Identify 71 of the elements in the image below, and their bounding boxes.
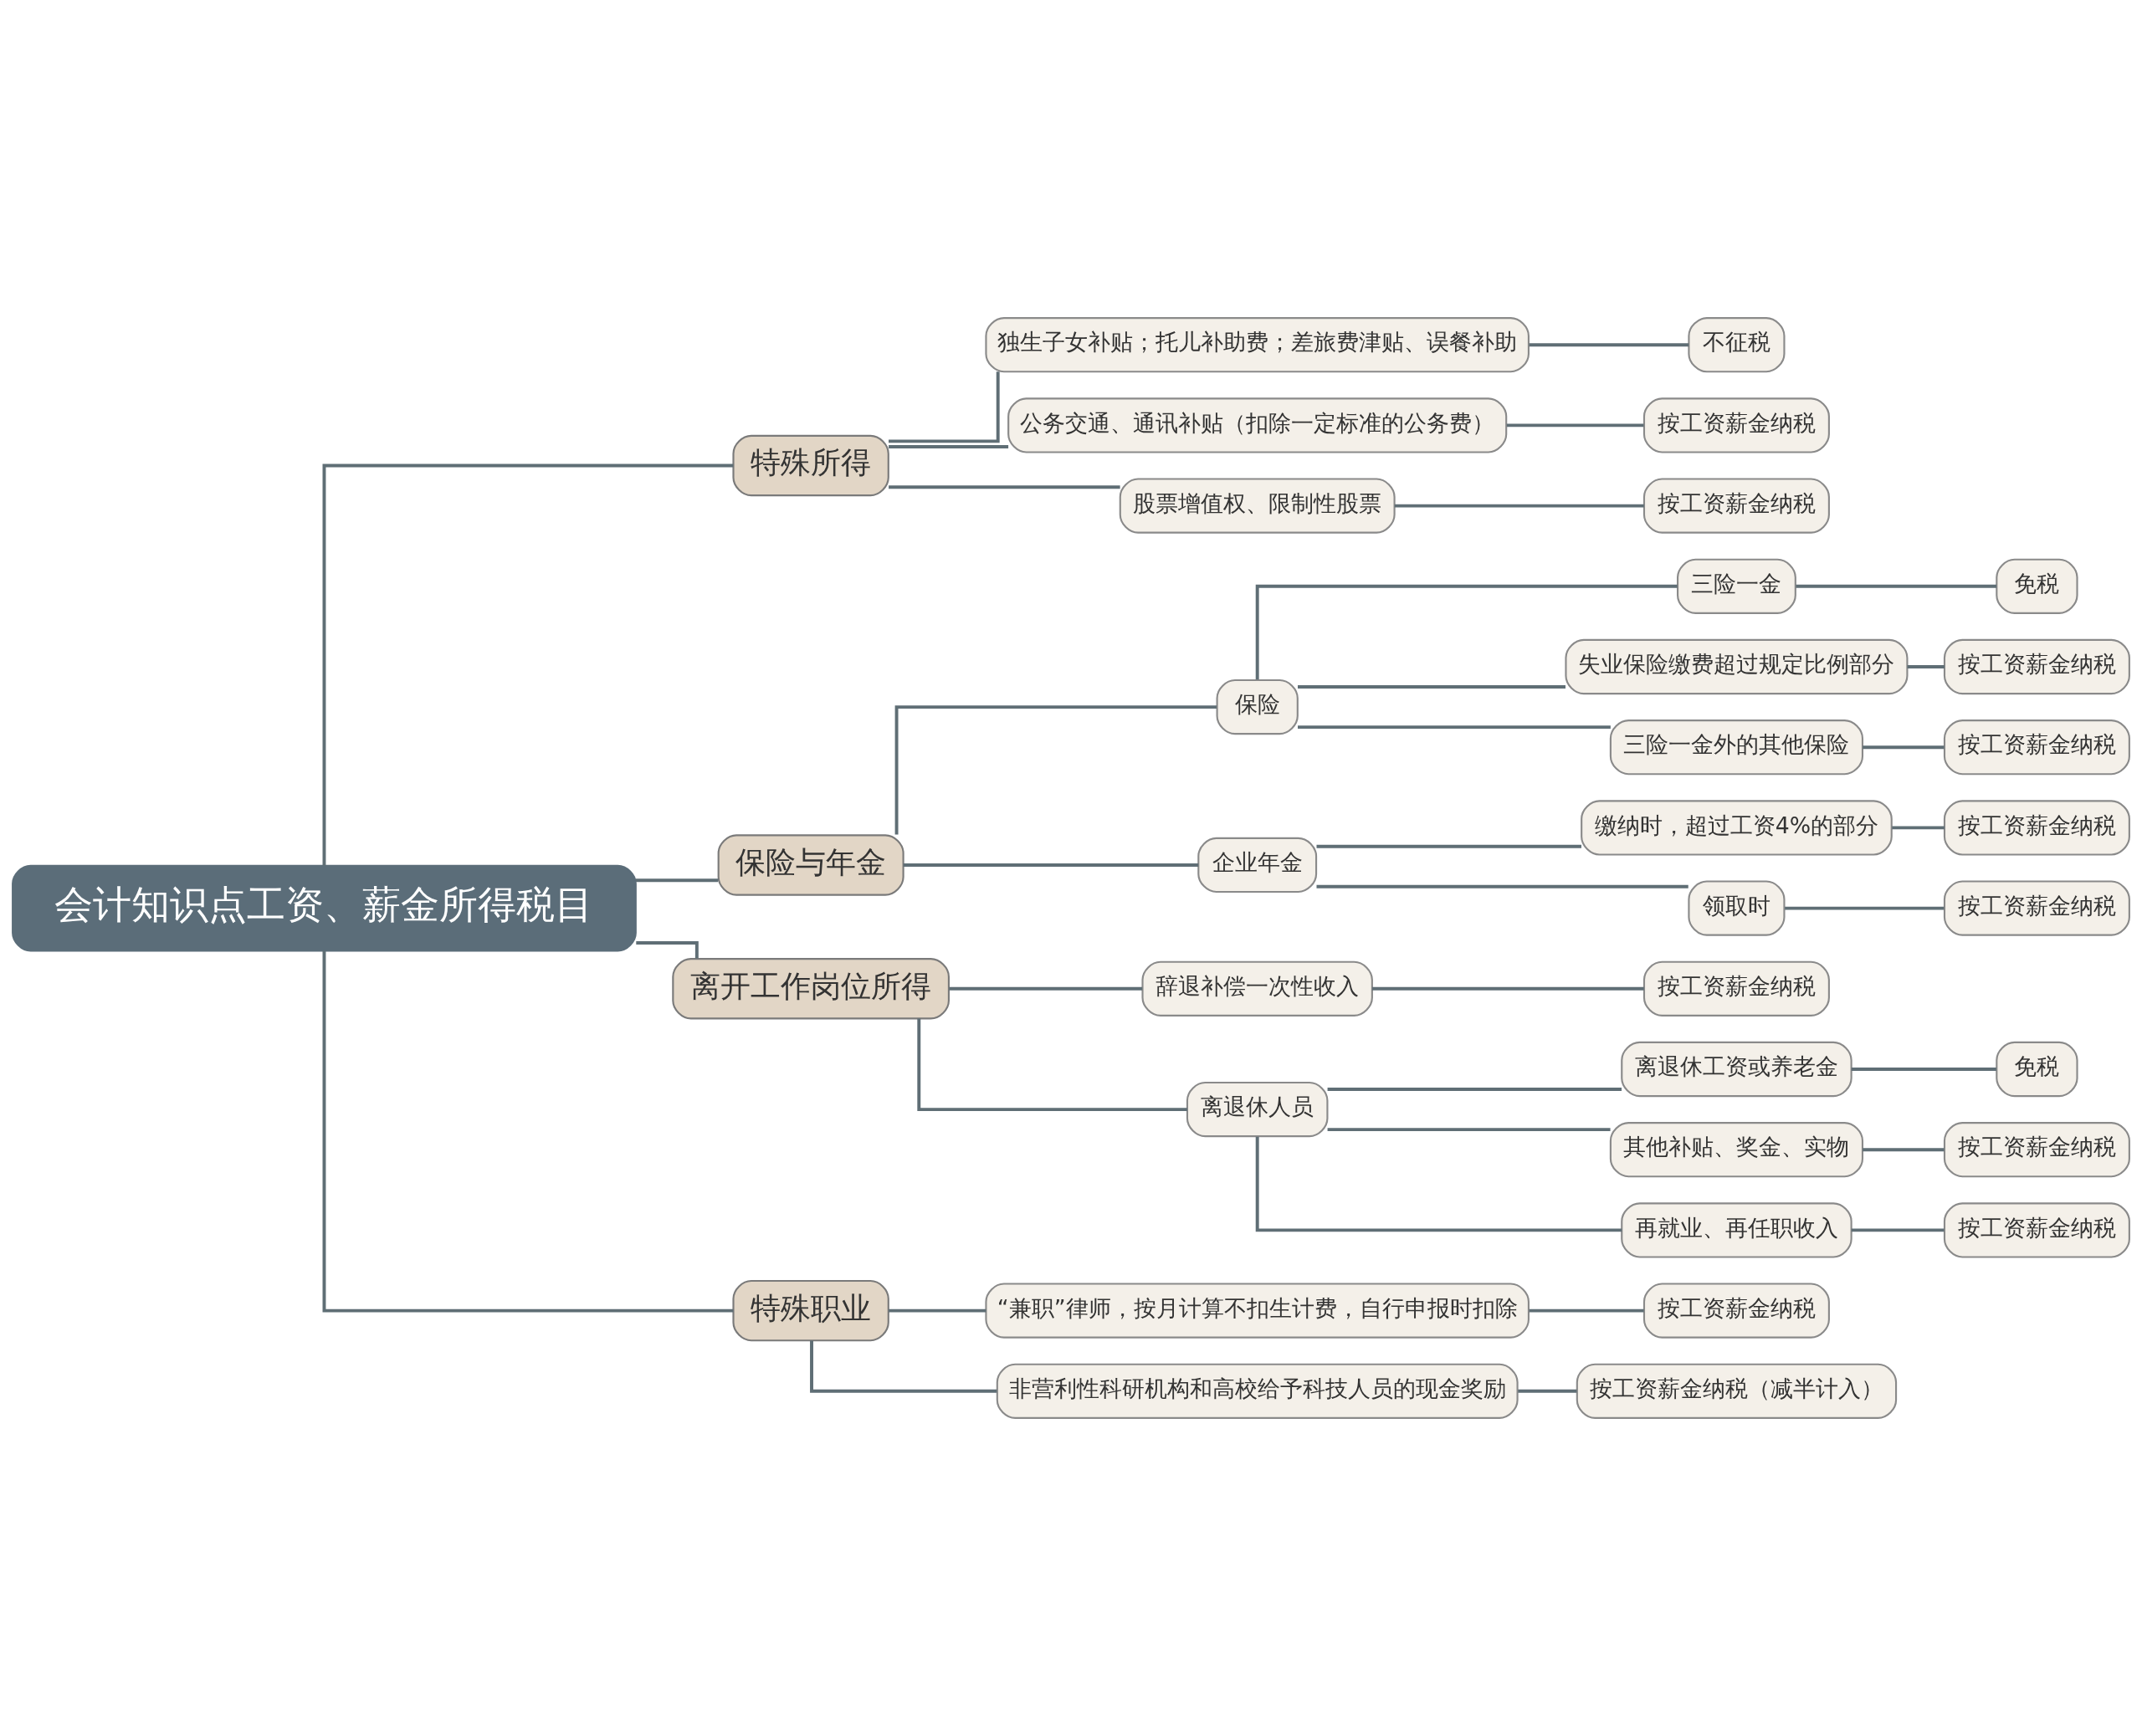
node-box: 保险与年金 (717, 834, 904, 896)
connector (1255, 584, 1678, 680)
connector (1863, 1148, 1945, 1152)
node-box: 股票增值权、限制性股票 (1119, 478, 1396, 534)
node-box: 离退休工资或养老金 (1621, 1041, 1852, 1098)
connector (1327, 1088, 1622, 1091)
node-box: 三险一金 (1677, 558, 1796, 614)
connector (1298, 685, 1566, 689)
node-box: 按工资薪金纳税 (1642, 960, 1830, 1017)
connector (322, 463, 734, 866)
connector (889, 1308, 986, 1313)
connector (1316, 884, 1688, 888)
connector (889, 444, 1009, 448)
connector (1851, 1068, 1996, 1071)
node-box: 离开工作岗位所得 (672, 958, 950, 1020)
node-box: 按工资薪金纳税 (1943, 638, 2130, 695)
node-box: 特殊所得 (732, 434, 889, 497)
node-box: 特殊职业 (732, 1279, 889, 1342)
connector (1298, 725, 1611, 730)
node-box: 按工资薪金纳税 (1642, 397, 1830, 453)
node-box: 独生子女补贴；托儿补助费；差旅费津贴、误餐补助 (985, 317, 1530, 373)
connector (949, 986, 1143, 991)
node-box: “兼职”律师，按月计算不扣生计费，自行申报时扣除 (985, 1283, 1530, 1339)
connector (1785, 906, 1945, 910)
node-box: 按工资薪金纳税 (1642, 478, 1830, 534)
connector (1518, 1389, 1577, 1393)
node-box: 按工资薪金纳税 (1943, 1202, 2130, 1258)
node-box: 再就业、再任职收入 (1621, 1202, 1852, 1258)
node-box: 按工资薪金纳税 (1943, 800, 2130, 856)
node-box: 保险 (1216, 679, 1299, 735)
node-box: 企业年金 (1197, 837, 1318, 894)
node-box: 失业保险缴费超过规定比例部分 (1565, 638, 1909, 695)
node-box: 其他补贴、奖金、实物 (1609, 1122, 1864, 1178)
node-box: 按工资薪金纳税 (1943, 719, 2130, 776)
connector (1851, 1228, 1945, 1232)
connector (1892, 826, 1945, 830)
node-box: 按工资薪金纳税（减半计入） (1576, 1363, 1898, 1419)
node-box: 会计知识点工资、薪金所得税目 (12, 864, 637, 952)
node-box: 三险一金外的其他保险 (1609, 719, 1864, 776)
connector (636, 941, 699, 959)
connector (1506, 423, 1644, 428)
node-box: 按工资薪金纳税 (1943, 1122, 2130, 1178)
connector (1863, 745, 1945, 750)
node-box: 按工资薪金纳税 (1943, 880, 2130, 936)
node-box: 按工资薪金纳税 (1642, 1283, 1830, 1339)
connector (894, 705, 1217, 835)
connector (322, 950, 734, 1313)
connector (917, 1018, 1187, 1112)
connector (1529, 343, 1689, 347)
node-box: 非营利性科研机构和高校给予科技人员的现金奖励 (996, 1363, 1519, 1419)
node-box: 辞退补偿一次性收入 (1141, 960, 1373, 1017)
connector (1327, 1128, 1611, 1132)
connector (903, 863, 1199, 867)
connector (1907, 665, 1945, 668)
connector (889, 371, 1000, 443)
node-box: 免税 (1996, 1041, 2078, 1098)
node-box: 离退休人员 (1186, 1081, 1329, 1138)
node-box: 领取时 (1688, 880, 1786, 936)
connector (1255, 1136, 1622, 1232)
connector (1529, 1308, 1644, 1313)
connector (889, 485, 1120, 489)
node-box: 公务交通、通讯补贴（扣除一定标准的公务费） (1007, 397, 1508, 453)
node-box: 不征税 (1688, 317, 1786, 373)
connector (1371, 986, 1644, 991)
connector (1316, 844, 1581, 848)
node-box: 免税 (1996, 558, 2078, 614)
connector (810, 1340, 997, 1393)
node-box: 缴纳时，超过工资4%的部分 (1581, 800, 1893, 856)
connector (635, 878, 719, 883)
connector (1394, 504, 1644, 508)
connector (1796, 584, 1997, 588)
